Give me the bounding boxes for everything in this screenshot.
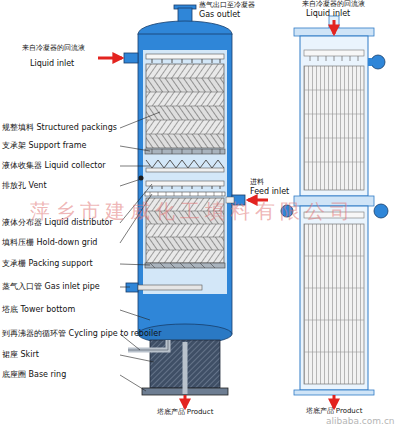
left-column-part xyxy=(146,224,224,237)
left-column-part xyxy=(152,149,220,154)
left-column-part xyxy=(146,78,224,134)
leader-lines-part xyxy=(120,355,154,362)
left-column-part xyxy=(126,283,138,292)
left-column-part xyxy=(145,192,225,196)
flow-arrows-part xyxy=(333,20,336,34)
leader-lines-part xyxy=(120,264,150,265)
part-label: 支承架 Support frame xyxy=(2,141,86,151)
part-label: 规整填料 Structured packings xyxy=(2,123,117,133)
flow-label: 进料 xyxy=(250,178,264,186)
flow-label: Liquid inlet xyxy=(306,9,350,19)
leader-lines-part xyxy=(120,310,150,320)
flow-label: 来自冷凝器的回流液 xyxy=(22,44,85,52)
left-column-part xyxy=(146,134,224,148)
left-column-part xyxy=(146,54,224,59)
flow-label: Gas outlet xyxy=(199,10,240,20)
leader-lines-part xyxy=(120,166,150,167)
left-column-part xyxy=(124,53,138,63)
left-column-part xyxy=(146,64,224,148)
right-column-part xyxy=(374,204,388,218)
left-column-part xyxy=(150,263,215,268)
right-column-part xyxy=(371,55,385,69)
part-label: 到再沸器的循环管 Cycling pipe to reboiler xyxy=(2,329,161,339)
left-column-part xyxy=(146,78,224,92)
part-label: 支承栅 Packing support xyxy=(2,259,93,269)
flow-label: Liquid inlet xyxy=(30,59,74,69)
left-column-part xyxy=(146,237,224,250)
left-column-part xyxy=(145,263,225,268)
left-column-part xyxy=(150,192,222,196)
left-column-part xyxy=(152,186,220,189)
leader-lines xyxy=(120,112,160,391)
right-column-part xyxy=(304,66,364,190)
product-label: 塔底产品 Product xyxy=(157,408,214,416)
left-column-part xyxy=(145,149,225,154)
flow-label: Feed inlet xyxy=(250,187,289,197)
part-label: 蒸气入口管 Gas inlet pipe xyxy=(2,282,100,292)
flow-arrows-part xyxy=(98,57,122,60)
left-column-part xyxy=(138,285,202,290)
leader-lines-part xyxy=(120,179,141,186)
right-column-part xyxy=(304,224,364,384)
left-column-part xyxy=(138,34,232,334)
watermark: alibaba.com.cn xyxy=(326,416,395,427)
leader-lines-part xyxy=(120,112,160,128)
part-label: 底座圈 Base ring xyxy=(2,370,66,380)
left-column-part xyxy=(146,64,224,78)
part-label: 液体分布器 Liquid distributor xyxy=(2,218,113,228)
left-column-part xyxy=(152,59,220,63)
part-label: 塔底 Tower bottom xyxy=(2,305,75,315)
leader-lines-part xyxy=(120,375,146,391)
leader-lines-part xyxy=(120,287,130,288)
right-column-part xyxy=(294,390,374,395)
product-label: 塔底产品 Product xyxy=(306,407,363,415)
right-column-part xyxy=(310,56,358,61)
right-column-part xyxy=(304,50,364,56)
right-column-part xyxy=(368,58,372,66)
right-column-part xyxy=(300,36,368,196)
left-column-part xyxy=(146,120,224,134)
part-label: 填料压栅 Hold-down grid xyxy=(2,238,97,248)
flow-label: 来自冷凝器的回流液 xyxy=(302,0,365,8)
flow-arrows-part xyxy=(333,395,336,408)
flow-arrows-part xyxy=(184,395,187,408)
left-column-part xyxy=(146,92,224,106)
right-column-part xyxy=(304,90,364,162)
right-column-part xyxy=(304,256,364,352)
left-column-part xyxy=(146,168,224,172)
left-column-part xyxy=(143,50,227,294)
flow-label: 蒸气出口至冷凝器 xyxy=(199,1,255,9)
left-column-part xyxy=(146,181,224,186)
left-column-part xyxy=(146,250,224,263)
part-label: 液体收集器 Liquid collector xyxy=(2,161,106,171)
leader-lines-part xyxy=(120,146,150,151)
part-label: 排放孔 Vent xyxy=(2,181,47,191)
left-column-part xyxy=(146,160,224,168)
right-column-part xyxy=(300,206,368,390)
left-column-part xyxy=(183,342,188,394)
part-label: 裙座 Skirt xyxy=(2,350,39,360)
